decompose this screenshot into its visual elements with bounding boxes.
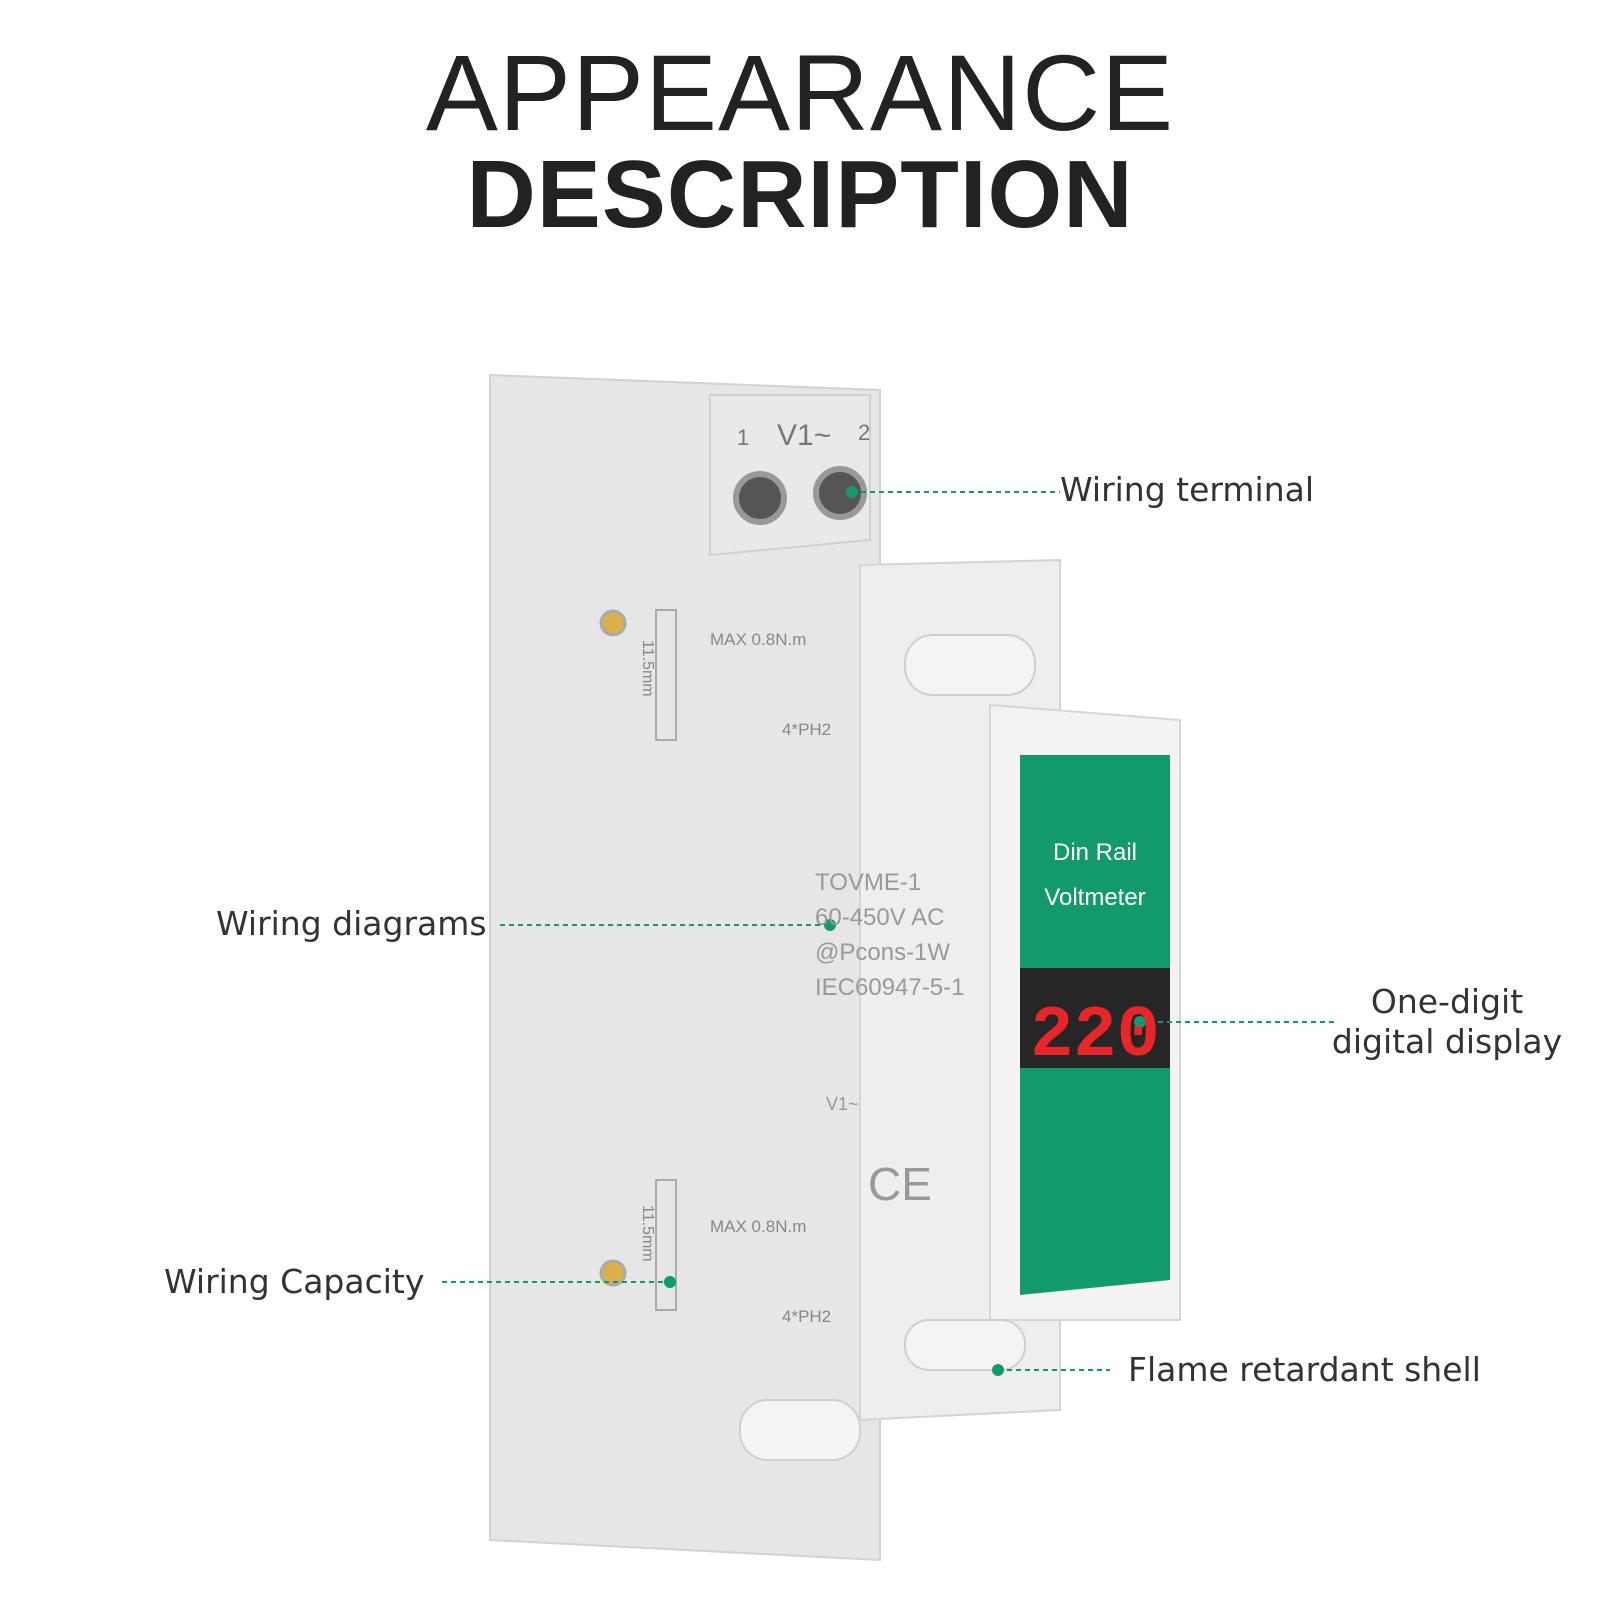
strip-length-bottom: 11.5mm (639, 1205, 656, 1262)
device-side-body (489, 373, 881, 1562)
diagram-label: V1~ (826, 1094, 859, 1114)
callout-flame-retardant: Flame retardant shell (1128, 1350, 1481, 1389)
panel-line1: Din Rail (1053, 839, 1137, 866)
screw-label-top: 4*PH2 (782, 720, 831, 739)
strip-length-top: 11.5mm (639, 640, 656, 697)
power-label: @Pcons-1W (815, 939, 950, 966)
ce-mark: CE (868, 1158, 932, 1210)
dot-wiring-diagrams (824, 919, 836, 931)
terminal-top-label: V1~ (777, 419, 831, 452)
torque-label-top: MAX 0.8N.m (710, 630, 806, 649)
panel-line2: Voltmeter (1044, 884, 1145, 911)
side-screw-top (599, 609, 627, 637)
strip-gauge-top (655, 609, 677, 741)
title-line-2: DESCRIPTION (466, 141, 1134, 248)
terminal-num-2: 2 (858, 420, 870, 445)
callout-digital-display-line2: digital display (1331, 1022, 1563, 1061)
dot-wiring-capacity (664, 1276, 676, 1288)
screw-label-bottom: 4*PH2 (782, 1307, 831, 1326)
side-screw-bottom (599, 1259, 627, 1287)
callout-wiring-terminal: Wiring terminal (1060, 470, 1315, 509)
digital-display (1020, 968, 1170, 1068)
display-value: 220 (1030, 995, 1160, 1077)
callout-wiring-diagrams: Wiring diagrams (216, 904, 487, 943)
voltage-label: 60-450V AC (815, 904, 944, 931)
title-line-1: APPEARANCE (425, 32, 1175, 153)
terminal-num-1: 1 (737, 425, 749, 450)
front-latch-top (904, 634, 1036, 696)
model-label: TOVME-1 (815, 869, 921, 896)
torque-label-bottom: MAX 0.8N.m (710, 1217, 806, 1236)
dot-flame-retardant (992, 1364, 1004, 1376)
callout-wiring-capacity: Wiring Capacity (164, 1262, 425, 1301)
dot-digital-display (1134, 1016, 1146, 1028)
terminal-screw-1 (733, 471, 787, 525)
front-latch-bottom (904, 1319, 1026, 1371)
dot-wiring-terminal (846, 486, 858, 498)
strip-gauge-bottom (655, 1179, 677, 1311)
standard-label: IEC60947-5-1 (815, 974, 964, 1001)
rail-latch (739, 1399, 861, 1461)
callout-digital-display-line1: One-digit (1370, 982, 1524, 1021)
callout-digital-display: One-digit digital display (1322, 982, 1572, 1062)
